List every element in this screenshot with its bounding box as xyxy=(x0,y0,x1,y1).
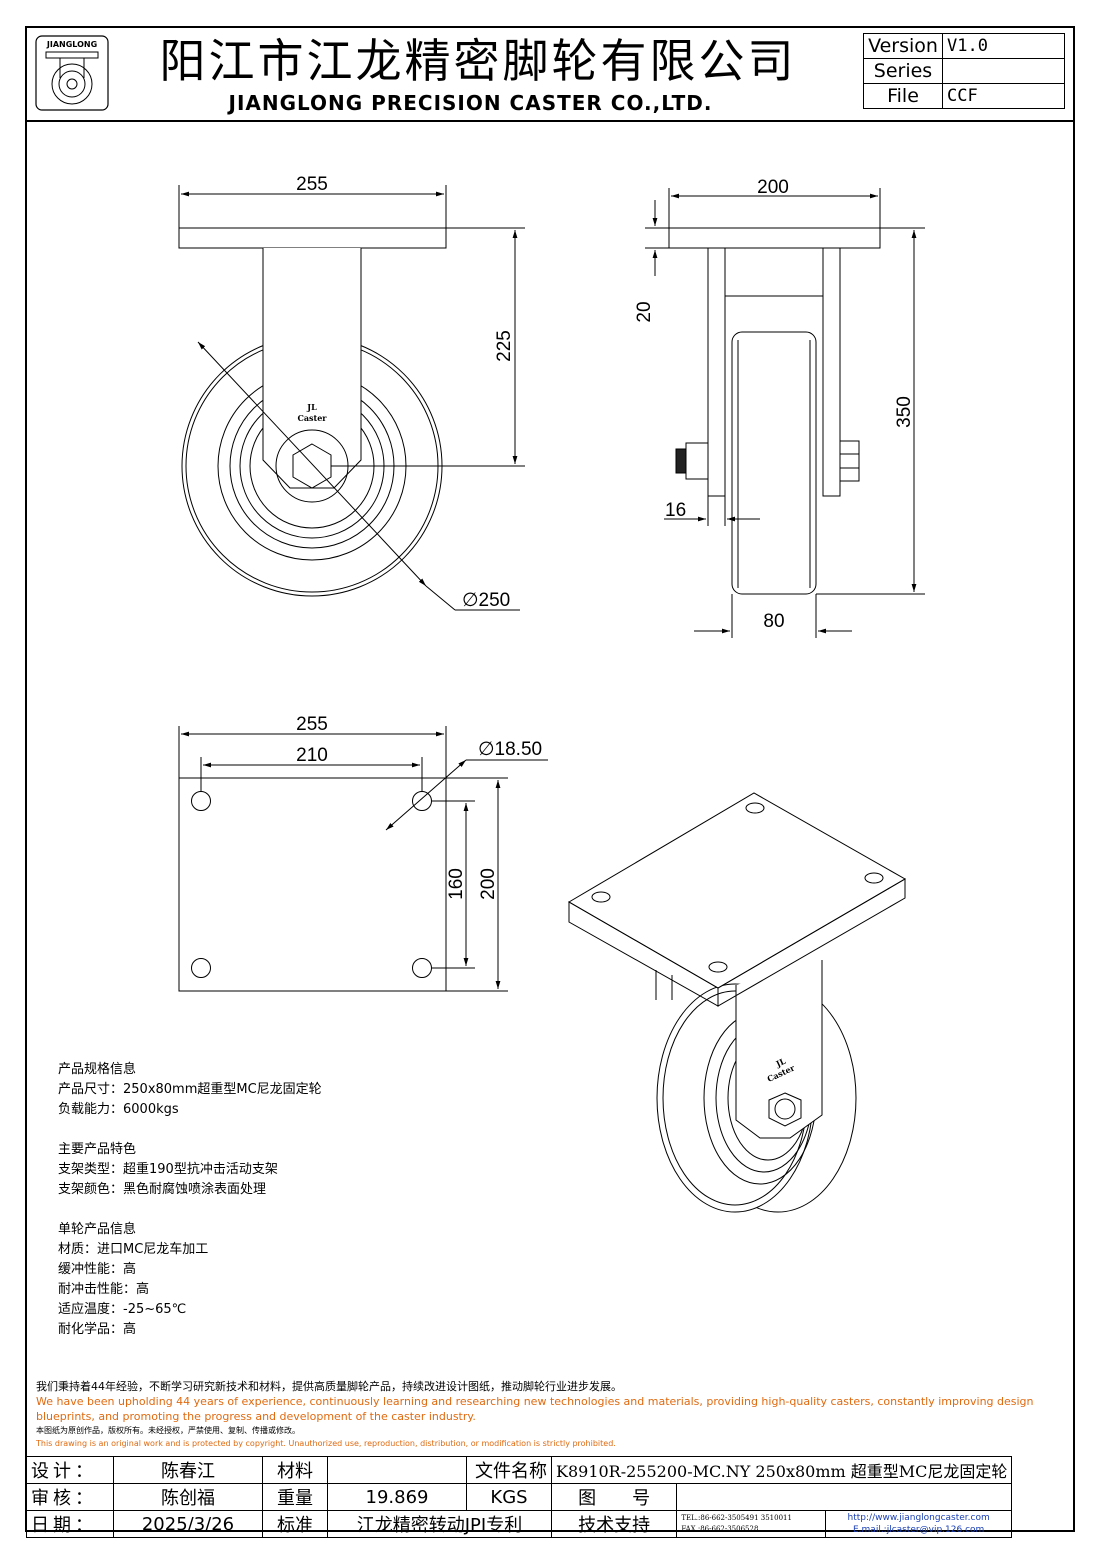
dim-side-offset: 16 xyxy=(665,500,686,521)
series-value xyxy=(942,58,1065,84)
product-specs: 产品规格信息 产品尺寸：250x80mm超重型MC尼龙固定轮 负载能力：6000… xyxy=(58,1060,322,1360)
dim-front-width: 255 xyxy=(296,174,328,195)
weight-label: 重量 xyxy=(262,1483,328,1511)
company-name-cn: 阳江市江龙精密脚轮有限公司 xyxy=(159,34,797,88)
material-label: 材料 xyxy=(262,1456,328,1484)
fax-text: FAX.:86-662-3506528 xyxy=(681,1525,759,1533)
spec-line: 耐化学品：高 xyxy=(58,1322,137,1337)
brand-mark-front-2: Caster xyxy=(297,413,327,423)
slogan-en: We have been upholding 44 years of exper… xyxy=(36,1395,1034,1423)
dim-wheel-width: 80 xyxy=(763,611,784,632)
side-view xyxy=(645,188,925,638)
filename-label: 文件名称 xyxy=(466,1456,552,1484)
dim-plate-thickness: 20 xyxy=(634,301,655,322)
plate-view xyxy=(178,726,548,992)
dim-total-height: 350 xyxy=(894,396,915,428)
dim-wheel-diameter: ∅250 xyxy=(462,590,510,611)
standard-value: 江龙精密转动JPI专利 xyxy=(327,1510,552,1538)
material-value xyxy=(327,1456,467,1484)
dim-hole-spacing-y: 160 xyxy=(446,868,467,900)
tel-text: TEL.:86-662-3505491 3510011 xyxy=(681,1514,792,1522)
isometric-view xyxy=(568,792,907,1213)
contact-web[interactable]: http://www.jianglongcaster.com E.mail.:j… xyxy=(824,1510,1013,1538)
standard-label: 标准 xyxy=(262,1510,328,1538)
slogan-cn: 我们秉持着44年经验，不断学习研究新技术和材料，提供高质量脚轮产品，持续改进设计… xyxy=(36,1380,622,1393)
spec-group-title: 产品规格信息 xyxy=(58,1062,137,1077)
filename-value: K8910R-255200-MC.NY 250x80mm 超重型MC尼龙固定轮 xyxy=(550,1456,1013,1484)
company-statement: 我们秉持着44年经验，不断学习研究新技术和材料，提供高质量脚轮产品，持续改进设计… xyxy=(36,1379,1076,1450)
website-link[interactable]: http://www.jianglongcaster.com xyxy=(847,1513,990,1523)
dim-front-height: 225 xyxy=(494,330,515,362)
support-label: 技术支持 xyxy=(550,1510,678,1538)
weight-unit: KGS xyxy=(466,1483,552,1511)
brand-mark-front-1: JL xyxy=(306,402,317,412)
logo-text: JIANGLONG xyxy=(46,40,97,49)
spec-group-title: 单轮产品信息 xyxy=(58,1222,137,1237)
dim-side-width: 200 xyxy=(757,177,789,198)
spec-line: 支架类型：超重190型抗冲击活动支架 xyxy=(58,1162,278,1177)
copyright-cn: 本图纸为原创作品，版权所有。未经授权，严禁使用、复制、传播或修改。 xyxy=(36,1426,300,1435)
spec-line: 产品尺寸：250x80mm超重型MC尼龙固定轮 xyxy=(58,1082,322,1097)
front-view xyxy=(178,185,525,611)
header-divider xyxy=(25,120,1075,122)
dim-plate-depth: 200 xyxy=(478,868,499,900)
contact-phone: TEL.:86-662-3505491 3510011 FAX.:86-662-… xyxy=(676,1510,826,1538)
company-logo: JIANGLONG xyxy=(35,35,109,111)
spec-line: 支架颜色：黑色耐腐蚀喷涂表面处理 xyxy=(58,1182,267,1197)
brand-mark-iso-1: JL xyxy=(773,1056,787,1070)
spec-line: 材质：进口MC尼龙车加工 xyxy=(58,1242,209,1257)
file-label: File xyxy=(863,83,943,109)
spec-line: 缓冲性能：高 xyxy=(58,1262,137,1277)
review-label: 审核： xyxy=(26,1483,114,1511)
dim-hole-spacing-x: 210 xyxy=(296,745,328,766)
drawing-no-value xyxy=(676,1483,1013,1511)
weight-value: 19.869 xyxy=(327,1483,467,1511)
file-value: CCF xyxy=(942,83,1065,109)
drawing-no-label: 图 号 xyxy=(550,1483,678,1511)
spec-line: 适应温度：-25~65℃ xyxy=(58,1302,187,1317)
dim-hole-diameter: ∅18.50 xyxy=(478,739,542,760)
spec-line: 负载能力：6000kgs xyxy=(58,1102,179,1117)
spec-group-title: 主要产品特色 xyxy=(58,1142,137,1157)
version-value: V1.0 xyxy=(942,33,1065,59)
date-label: 日期： xyxy=(26,1510,114,1538)
reviewer-name: 陈创福 xyxy=(113,1483,263,1511)
title-block: 设计： 陈春江 材料 文件名称 K8910R-255200-MC.NY 250x… xyxy=(26,1456,1013,1538)
spec-line: 耐冲击性能：高 xyxy=(58,1282,150,1297)
company-name-en: JIANGLONG PRECISION CASTER CO.,LTD. xyxy=(228,91,713,115)
dim-plate-width: 255 xyxy=(296,714,328,735)
designer-name: 陈春江 xyxy=(113,1456,263,1484)
date-value: 2025/3/26 xyxy=(113,1510,263,1538)
copyright-en: This drawing is an original work and is … xyxy=(36,1439,616,1448)
design-label: 设计： xyxy=(26,1456,114,1484)
email-link[interactable]: E.mail.:jlcaster@vip.126.com xyxy=(852,1525,985,1535)
